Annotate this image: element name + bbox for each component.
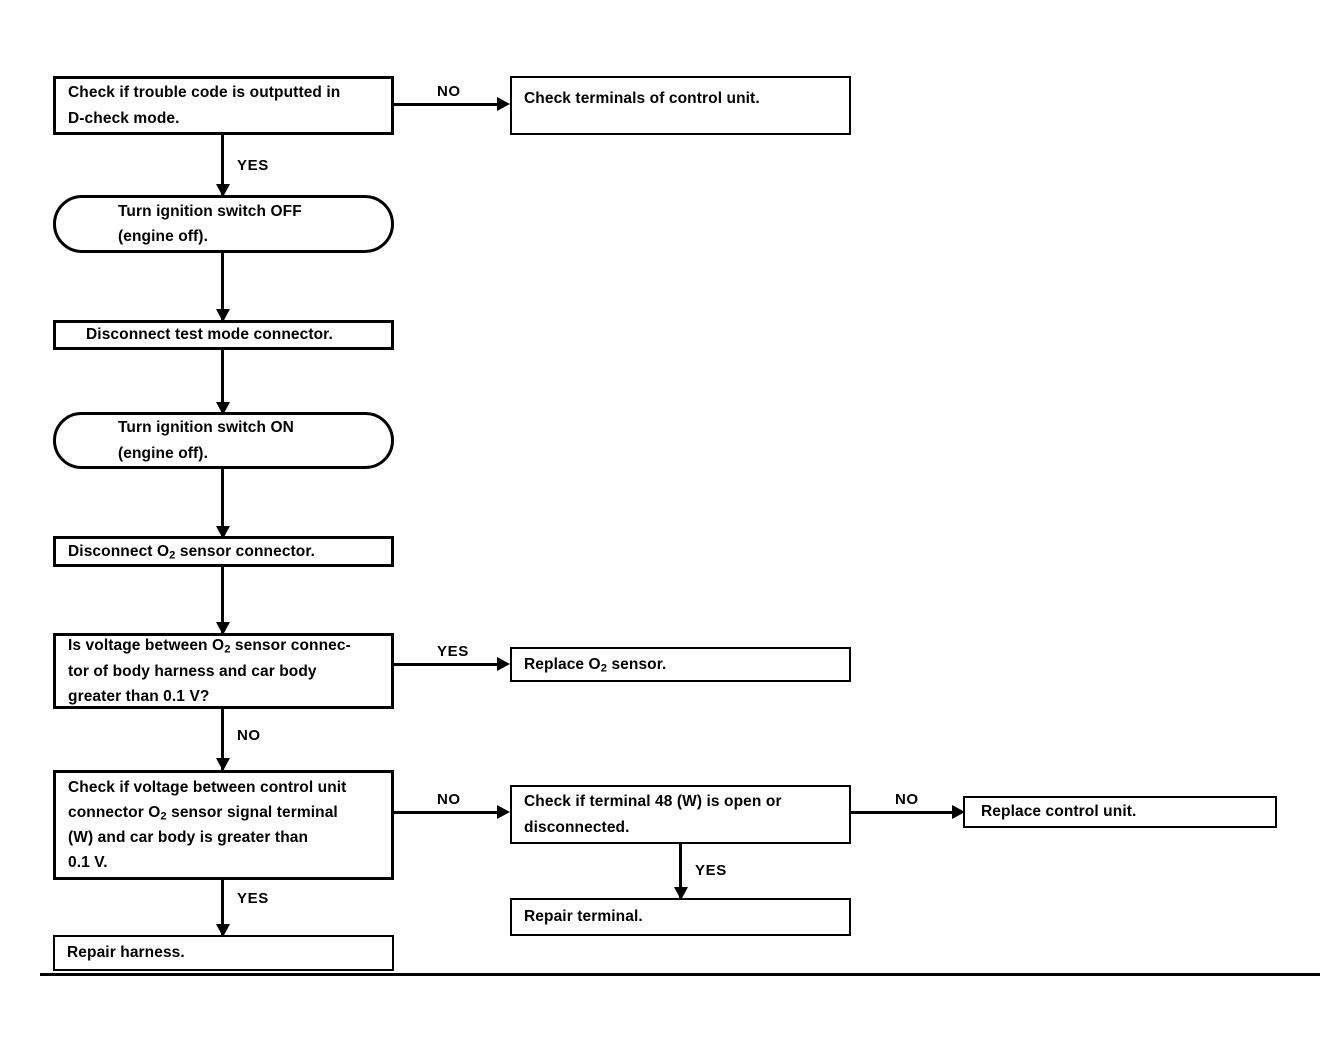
edge-label-voltage-yes: YES bbox=[437, 643, 469, 660]
node-turn-ignition-off-label: Turn ignition switch OFF (engine off). bbox=[118, 202, 302, 245]
edge-label-terminal48-yes: YES bbox=[695, 862, 727, 879]
arrowhead-ignon-to-disconnect-o2 bbox=[215, 526, 230, 539]
node-disconnect-o2-sensor-connector[interactable]: Disconnect O2 sensor connector. bbox=[53, 536, 394, 567]
arrowhead-voltage-to-replace-o2 bbox=[497, 657, 510, 671]
edge-label-trouble-yes: YES bbox=[237, 157, 269, 174]
connector-ignon-to-disconnect-o2 bbox=[221, 468, 224, 537]
edge-label-voltage-no: NO bbox=[237, 727, 261, 744]
arrowhead-checkcu-to-terminal48 bbox=[497, 805, 510, 819]
arrowhead-voltage-to-check-cu bbox=[215, 758, 230, 771]
arrowhead-terminal48-to-replace-cu bbox=[952, 805, 965, 819]
node-replace-o2-sensor[interactable]: Replace O2 sensor. bbox=[510, 647, 851, 682]
connector-ignoff-to-disconnect-test bbox=[221, 252, 224, 320]
connector-disconnect-o2-to-voltage-q bbox=[221, 566, 224, 633]
node-check-trouble-code[interactable]: Check if trouble code is outputted in D-… bbox=[53, 76, 394, 135]
node-turn-ignition-on[interactable]: Turn ignition switch ON (engine off). bbox=[53, 412, 394, 469]
connector-trouble-to-terminals bbox=[394, 103, 504, 106]
connector-disconnect-test-to-ignon bbox=[221, 349, 224, 413]
connector-terminal48-to-replace-cu bbox=[851, 811, 961, 814]
node-turn-ignition-off[interactable]: Turn ignition switch OFF (engine off). bbox=[53, 195, 394, 253]
node-replace-control-unit-label: Replace control unit. bbox=[981, 803, 1137, 821]
connector-trouble-to-ignoff bbox=[221, 135, 224, 195]
arrowhead-trouble-to-ignoff bbox=[215, 184, 230, 197]
arrowhead-ignoff-to-disconnect-test bbox=[215, 309, 230, 322]
arrowhead-checkcu-to-repair-harness bbox=[215, 924, 230, 937]
arrowhead-trouble-to-terminals bbox=[497, 97, 510, 111]
node-replace-control-unit[interactable]: Replace control unit. bbox=[963, 796, 1277, 828]
node-repair-terminal-label: Repair terminal. bbox=[524, 908, 643, 926]
arrowhead-terminal48-to-repair-terminal bbox=[673, 887, 688, 900]
node-check-terminal-48[interactable]: Check if terminal 48 (W) is open or disc… bbox=[510, 785, 851, 844]
node-check-terminals[interactable]: Check terminals of control unit. bbox=[510, 76, 851, 135]
node-replace-o2-sensor-label: Replace O2 sensor. bbox=[524, 655, 667, 675]
connector-checkcu-to-repair-harness bbox=[221, 880, 224, 936]
node-repair-terminal[interactable]: Repair terminal. bbox=[510, 898, 851, 936]
connector-terminal48-to-repair-terminal bbox=[679, 844, 682, 898]
edge-label-checkcu-yes: YES bbox=[237, 890, 269, 907]
node-check-trouble-code-label: Check if trouble code is outputted in D-… bbox=[68, 84, 341, 127]
arrowhead-disconnect-o2-to-voltage-q bbox=[215, 622, 230, 635]
connector-checkcu-to-terminal48 bbox=[394, 811, 507, 814]
node-disconnect-test-mode-connector-label: Disconnect test mode connector. bbox=[86, 326, 333, 344]
edge-label-checkcu-no: NO bbox=[437, 791, 461, 808]
connector-voltage-to-replace-o2 bbox=[394, 663, 507, 666]
node-turn-ignition-on-label: Turn ignition switch ON (engine off). bbox=[118, 419, 294, 462]
page-bottom-rule bbox=[40, 973, 1320, 976]
node-repair-harness[interactable]: Repair harness. bbox=[53, 935, 394, 971]
connector-voltage-to-check-cu bbox=[221, 708, 224, 770]
node-disconnect-test-mode-connector[interactable]: Disconnect test mode connector. bbox=[53, 320, 394, 350]
edge-label-trouble-no: NO bbox=[437, 83, 461, 100]
edge-label-terminal48-no: NO bbox=[895, 791, 919, 808]
node-check-terminal-48-label: Check if terminal 48 (W) is open or disc… bbox=[524, 793, 782, 836]
node-check-terminals-label: Check terminals of control unit. bbox=[524, 90, 760, 107]
node-disconnect-o2-sensor-connector-label: Disconnect O2 sensor connector. bbox=[68, 542, 316, 562]
node-voltage-question-label: Is voltage between O2 sensor connec-tor … bbox=[68, 637, 351, 705]
node-voltage-question[interactable]: Is voltage between O2 sensor connec-tor … bbox=[53, 633, 394, 709]
node-repair-harness-label: Repair harness. bbox=[67, 944, 185, 962]
